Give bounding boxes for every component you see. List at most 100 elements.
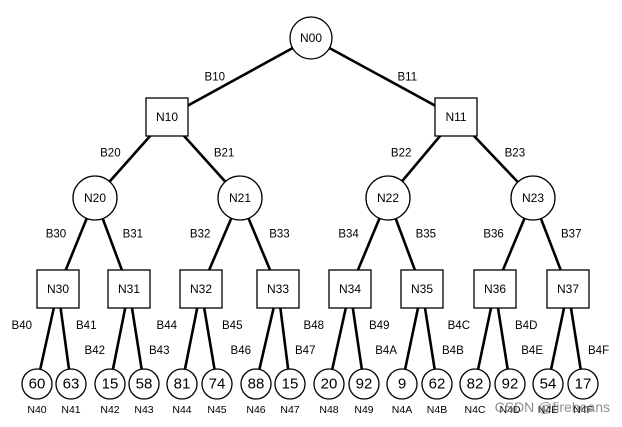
- leaf-value-n4b: 62: [429, 376, 446, 393]
- node-label-n32: N32: [190, 282, 212, 296]
- watermark: CSDN @firebeans: [494, 399, 610, 415]
- edge-label-b36: B36: [483, 228, 503, 240]
- leaf-circle-n4a: [386, 368, 418, 400]
- node-label-n37: N37: [557, 282, 579, 296]
- edge-label-b23: B23: [505, 147, 525, 159]
- leaf-value-n40: 60: [29, 376, 46, 393]
- node-box-n11: [434, 97, 478, 137]
- node-label-n22: N22: [377, 191, 399, 205]
- edge-label-b20: B20: [100, 147, 120, 159]
- leaf-name-n41: N41: [61, 404, 80, 416]
- edge-label-b33: B33: [269, 228, 289, 240]
- leaf-name-n4c: N4C: [464, 404, 485, 416]
- leaf-circle-n44: [166, 368, 198, 400]
- leaf-value-n43: 58: [136, 376, 153, 393]
- node-circle-n21: [217, 175, 263, 221]
- leaf-circle-n41: [55, 368, 87, 400]
- edge-label-b11: B11: [398, 72, 418, 84]
- edge-label-b31: B31: [123, 228, 143, 240]
- node-box-n30: [36, 269, 80, 309]
- edge-label-b4b: B4B: [442, 345, 464, 357]
- leaf-name-n4a: N4A: [392, 404, 412, 416]
- leaf-value-n48: 20: [321, 376, 338, 393]
- leaf-circle-n40: [21, 368, 53, 400]
- leaf-value-n47: 15: [282, 376, 299, 393]
- edge-label-b43: B43: [149, 345, 169, 357]
- node-label-n31: N31: [118, 282, 140, 296]
- edge-label-b10: B10: [205, 72, 225, 84]
- node-label-n21: N21: [229, 191, 251, 205]
- node-circle-n23: [510, 175, 556, 221]
- node-label-n23: N23: [522, 191, 544, 205]
- edge-label-b42: B42: [85, 345, 105, 357]
- edge-b10: [166, 36, 312, 119]
- leaf-name-n45: N45: [207, 404, 226, 416]
- leaf-value-n4f: 17: [575, 376, 592, 393]
- leaf-name-n4d: N4D: [499, 404, 520, 416]
- node-box-n33: [256, 269, 300, 309]
- leaf-value-n4c: 82: [467, 376, 484, 393]
- node-label-n30: N30: [47, 282, 69, 296]
- node-label-n33: N33: [267, 282, 289, 296]
- edge-label-b4c: B4C: [448, 320, 470, 332]
- leaf-circle-n4d: [494, 368, 526, 400]
- leaf-name-n48: N48: [319, 404, 338, 416]
- edge-label-b46: B46: [231, 345, 251, 357]
- edge-label-b47: B47: [295, 345, 315, 357]
- node-label-n35: N35: [411, 282, 433, 296]
- node-label-n11: N11: [445, 110, 466, 124]
- node-box-n32: [179, 269, 223, 309]
- edge-label-b48: B48: [304, 320, 324, 332]
- leaf-circle-n47: [274, 368, 306, 400]
- node-box-n37: [546, 269, 590, 309]
- leaf-name-n4e: N4E: [538, 404, 558, 416]
- edge-label-b32: B32: [190, 228, 210, 240]
- leaf-circle-n43: [128, 368, 160, 400]
- leaf-name-n42: N42: [100, 404, 119, 416]
- leaf-circle-n48: [313, 368, 345, 400]
- leaf-name-n40: N40: [27, 404, 46, 416]
- edge-label-b21: B21: [214, 147, 234, 159]
- node-label-n10: N10: [156, 110, 178, 124]
- leaf-value-n46: 88: [248, 376, 265, 393]
- node-circle-n20: [72, 175, 118, 221]
- edge-label-b40: B40: [12, 320, 32, 332]
- edge-label-b44: B44: [157, 320, 178, 332]
- edge-label-b35: B35: [416, 228, 436, 240]
- edge-label-b41: B41: [76, 320, 96, 332]
- leaf-value-n4e: 54: [540, 376, 557, 393]
- edge-label-b4f: B4F: [588, 345, 609, 357]
- leaf-name-n44: N44: [172, 404, 191, 416]
- tree-edges: [35, 36, 585, 385]
- leaf-name-n4b: N4B: [427, 404, 447, 416]
- root-node-circle: [289, 16, 333, 60]
- node-box-n36: [473, 269, 517, 309]
- leaf-circle-n42: [94, 368, 126, 400]
- leaf-name-n4f: N4F: [573, 404, 593, 416]
- leaf-circle-n45: [201, 368, 233, 400]
- leaf-name-n49: N49: [354, 404, 373, 416]
- node-circle-n22: [365, 175, 411, 221]
- leaf-circle-n46: [240, 368, 272, 400]
- edge-label-b4a: B4A: [375, 345, 397, 357]
- leaf-name-n43: N43: [134, 404, 153, 416]
- edge-label-b4d: B4D: [515, 320, 537, 332]
- edge-label-b37: B37: [561, 228, 581, 240]
- leaf-value-n4d: 92: [502, 376, 519, 393]
- leaf-circle-n4e: [532, 368, 564, 400]
- leaf-value-n45: 74: [209, 376, 226, 393]
- edge-label-b30: B30: [46, 228, 66, 240]
- node-box-n34: [328, 269, 372, 309]
- node-label-n20: N20: [84, 191, 106, 205]
- leaf-circle-n4f: [567, 368, 599, 400]
- leaf-circle-n4b: [421, 368, 453, 400]
- leaf-value-n44: 81: [174, 376, 191, 393]
- leaf-name-n47: N47: [280, 404, 299, 416]
- root-node-label: N00: [300, 31, 322, 45]
- node-box-n31: [107, 269, 151, 309]
- edge-label-b34: B34: [338, 228, 359, 240]
